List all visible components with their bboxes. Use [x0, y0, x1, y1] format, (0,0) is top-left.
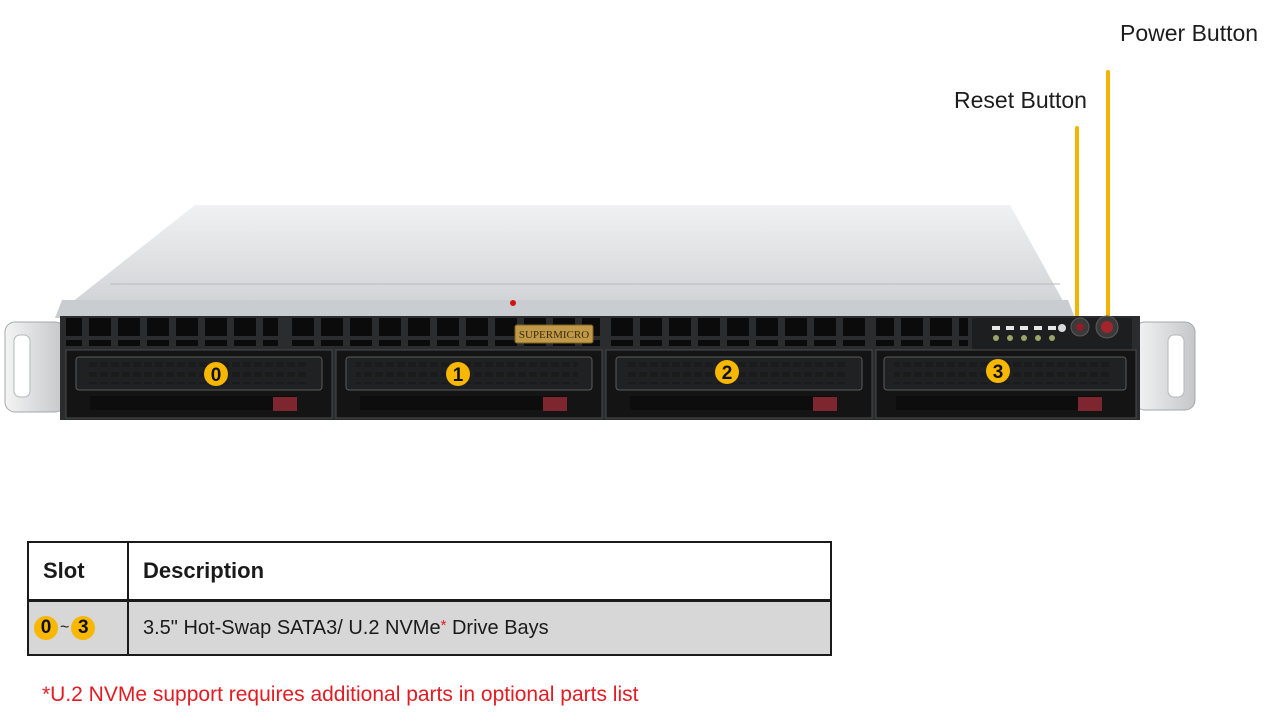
- slot-description-table: Slot Description 0~3 3.5" Hot-Swap SATA3…: [27, 541, 832, 656]
- power-button[interactable]: [1095, 315, 1119, 339]
- nvme-footnote: *U.2 NVMe support requires additional pa…: [42, 683, 639, 706]
- description-cell: 3.5" Hot-Swap SATA3/ U.2 NVMe* Drive Bay…: [127, 599, 832, 656]
- bay-1-number: 1: [453, 365, 464, 386]
- power-button-callout-line: [1106, 70, 1110, 318]
- power-button-label: Power Button: [1120, 20, 1259, 46]
- description-asterisk: *: [440, 616, 447, 634]
- drive-bay-2[interactable]: 2: [605, 349, 873, 419]
- bay-3-marker: [986, 359, 1010, 383]
- bay-2-marker: [715, 360, 739, 384]
- bay-0-marker: [204, 362, 228, 386]
- control-panel: [972, 318, 1132, 350]
- brand-logo: SUPERMICRO: [514, 324, 594, 344]
- reset-button-callout-line: [1075, 126, 1079, 320]
- drive-bay-1[interactable]: 1: [335, 349, 603, 419]
- table-row: 0~3 3.5" Hot-Swap SATA3/ U.2 NVMe* Drive…: [27, 599, 832, 656]
- bay-3-number: 3: [993, 362, 1004, 383]
- slot-start-badge: 0: [34, 616, 58, 640]
- slot-cell: 0~3: [27, 599, 129, 656]
- bay-2-number: 2: [722, 363, 733, 384]
- table-header-row: Slot Description: [27, 541, 832, 602]
- drive-bay-3[interactable]: 3: [875, 349, 1137, 419]
- bay-0-number: 0: [211, 365, 222, 386]
- server-front-view: SUPERMICRO 0: [4, 205, 1196, 420]
- drive-bay-0[interactable]: 0: [65, 349, 333, 419]
- description-suffix: Drive Bays: [451, 616, 549, 639]
- description-text: 3.5" Hot-Swap SATA3/ U.2 NVMe: [143, 616, 441, 639]
- status-dot: [510, 300, 516, 306]
- right-rack-ear: [1134, 321, 1196, 411]
- bay-1-marker: [446, 362, 470, 386]
- slot-header: Slot: [27, 541, 129, 602]
- reset-button[interactable]: [1070, 317, 1090, 337]
- slot-end-badge: 3: [71, 616, 96, 640]
- chassis-top: [55, 205, 1075, 318]
- slot-range-separator: ~: [60, 619, 70, 636]
- svg-text:SUPERMICRO: SUPERMICRO: [519, 329, 589, 341]
- left-rack-ear: [4, 321, 66, 413]
- reset-button-label: Reset Button: [954, 87, 1087, 113]
- description-header: Description: [127, 541, 832, 602]
